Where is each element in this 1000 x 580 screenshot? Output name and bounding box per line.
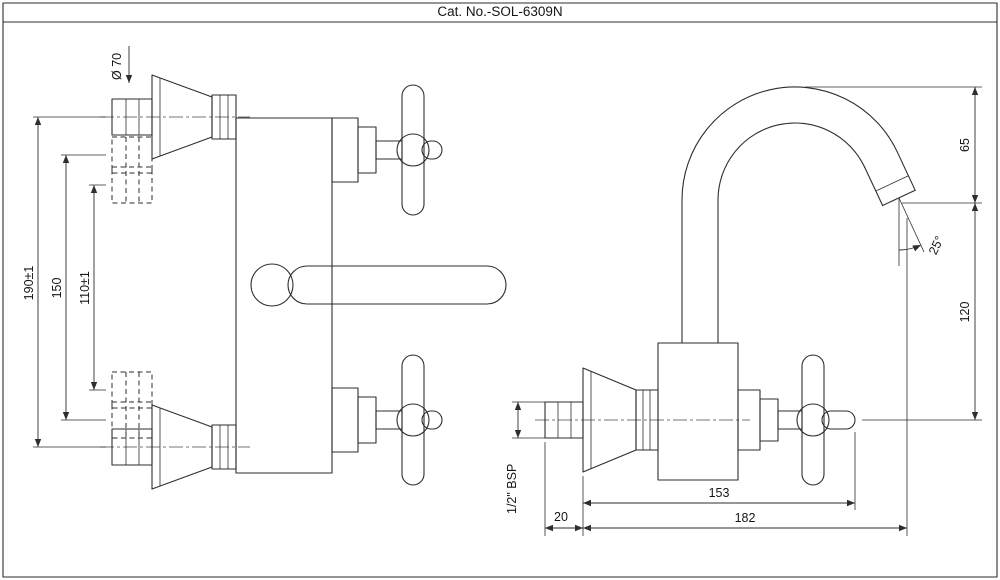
sv-spout-aerator-joint <box>875 175 909 192</box>
fv-top-handle <box>331 84 443 216</box>
fv-top-handle-hub <box>396 133 430 167</box>
sv-dim-120: 120 <box>862 203 982 421</box>
sv-dim-182-label: 182 <box>735 511 756 525</box>
sv-valve-bonnet <box>759 398 779 442</box>
fv-body-outline <box>235 117 333 474</box>
sv-dim-angle: 25° <box>898 197 947 266</box>
sv-dim-thread-label: 1/2" BSP <box>505 464 519 514</box>
sv-spout <box>681 86 916 344</box>
fv-dim-190: 190±1 <box>22 117 42 447</box>
sv-handle-bar <box>801 354 825 486</box>
fv-bottom-handle-hub <box>396 403 430 437</box>
fv-top-handle-knob <box>421 140 443 160</box>
sv-handle-hub <box>796 403 830 437</box>
sv-dim-angle-label: 25° <box>926 234 947 257</box>
fv-dim-110-label: 110±1 <box>78 271 92 305</box>
sv-dim-65: 65 <box>805 86 982 204</box>
sv-dim-182: 182 <box>583 218 908 536</box>
fv-top-valve-bonnet <box>357 126 377 174</box>
fv-top-valve-housing <box>331 117 359 183</box>
sv-spout-outlet-face <box>882 189 916 207</box>
fv-dim-150: 150 <box>50 155 70 420</box>
fv-alt-nipple <box>111 166 153 204</box>
sv-dim-20: 20 <box>544 442 583 536</box>
sv-body-outline <box>657 342 739 481</box>
fv-dim-110: 110±1 <box>78 185 98 390</box>
sv-dim-20-label: 20 <box>554 510 568 524</box>
sv-angle-axis-ref <box>898 197 925 253</box>
fv-bottom-valve-housing <box>331 387 359 453</box>
page-title: Cat. No.-SOL-6309N <box>437 4 562 19</box>
sv-nut <box>635 389 659 451</box>
sv-spout-tip-outer <box>896 151 916 191</box>
fv-alt-inlets-top <box>111 136 153 204</box>
fv-spout-base <box>250 263 294 307</box>
sv-spout-outer-curve <box>681 86 898 201</box>
sv-dim-65-label: 65 <box>958 138 972 152</box>
sv-spout-inner-curve <box>717 122 866 201</box>
sv-dim-thread: 1/2" BSP <box>505 401 545 514</box>
fv-dim-diameter-label: Ø 70 <box>110 53 124 80</box>
fv-alt-nipple <box>111 371 153 409</box>
sv-handle-knob <box>821 410 856 430</box>
fv-alt-inlets-bottom <box>111 371 153 439</box>
fv-dim-190-label: 190±1 <box>22 266 36 301</box>
fv-alt-nipple <box>111 401 153 439</box>
fv-alt-nipple <box>111 136 153 174</box>
fv-dim-150-label: 150 <box>50 278 64 299</box>
fv-dim-diameter: Ø 70 <box>110 46 133 83</box>
sv-dim-153: 153 <box>582 432 856 536</box>
sv-angle-arc <box>898 244 922 252</box>
fv-bottom-handle-knob <box>421 410 443 430</box>
fv-bottom-handle-bar <box>401 354 425 486</box>
fv-bottom-inlet <box>111 404 237 490</box>
fv-bottom-valve-bonnet <box>357 396 377 444</box>
fv-top-inlet <box>111 74 237 160</box>
front-view: Ø 70 190±1 150 110±1 <box>22 46 507 490</box>
fv-bottom-nut <box>211 424 237 470</box>
sv-dim-120-label: 120 <box>958 302 972 323</box>
fv-top-nut <box>211 94 237 140</box>
fv-spout-lever <box>250 263 507 307</box>
sv-dim-153-label: 153 <box>709 486 730 500</box>
side-view: 65 120 25° 153 182 <box>505 86 982 536</box>
sv-handle <box>737 354 856 486</box>
fv-bottom-handle <box>331 354 443 486</box>
sv-spout-tip-inner <box>864 166 884 207</box>
fv-top-handle-bar <box>401 84 425 216</box>
fv-spout-arm <box>287 265 507 305</box>
sv-wall-mount <box>544 367 659 473</box>
